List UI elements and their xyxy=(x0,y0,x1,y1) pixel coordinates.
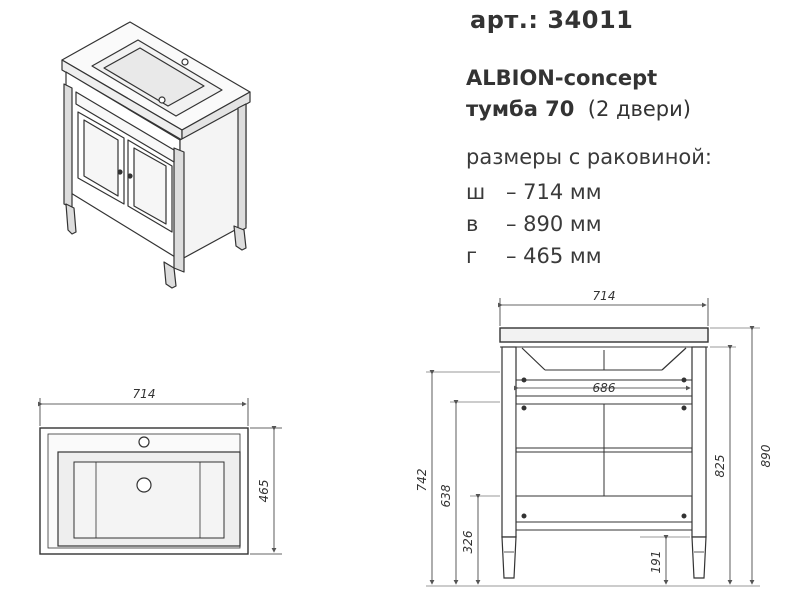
top-view-drawing xyxy=(38,398,282,555)
isometric-cabinet-illustration xyxy=(61,21,251,289)
dimension-value: – 714 мм xyxy=(506,180,602,204)
dimension-key: ш xyxy=(466,180,486,204)
article-number: арт.: 34011 xyxy=(470,6,634,34)
dimension-depth: г – 465 мм xyxy=(466,244,602,268)
front-inner-width-label: 686 xyxy=(593,381,616,395)
top-width-label: 714 xyxy=(133,387,156,401)
front-191-label: 191 xyxy=(649,551,663,574)
product-name: тумба 70 xyxy=(466,97,575,121)
product-doors: (2 двери) xyxy=(587,97,691,121)
front-742-label: 742 xyxy=(415,469,429,492)
front-body-height-label: 825 xyxy=(713,455,727,478)
sizes-title: размеры с раковиной: xyxy=(466,145,712,169)
front-view-drawing xyxy=(426,298,760,587)
front-total-height-label: 890 xyxy=(759,444,773,467)
front-326-label: 326 xyxy=(461,530,475,553)
dimension-value: – 465 мм xyxy=(506,244,602,268)
dimension-width: ш – 714 мм xyxy=(466,180,602,204)
dimension-value: – 890 мм xyxy=(506,212,602,236)
top-depth-label: 465 xyxy=(257,480,271,503)
model-line: ALBION-concept xyxy=(466,66,658,90)
product-name-line: тумба 70 (2 двери) xyxy=(466,97,691,121)
dimension-key: в xyxy=(466,212,479,236)
front-638-label: 638 xyxy=(439,484,453,507)
front-total-width-label: 714 xyxy=(593,289,616,303)
dimension-key: г xyxy=(466,244,478,268)
dimension-height: в – 890 мм xyxy=(466,212,602,236)
